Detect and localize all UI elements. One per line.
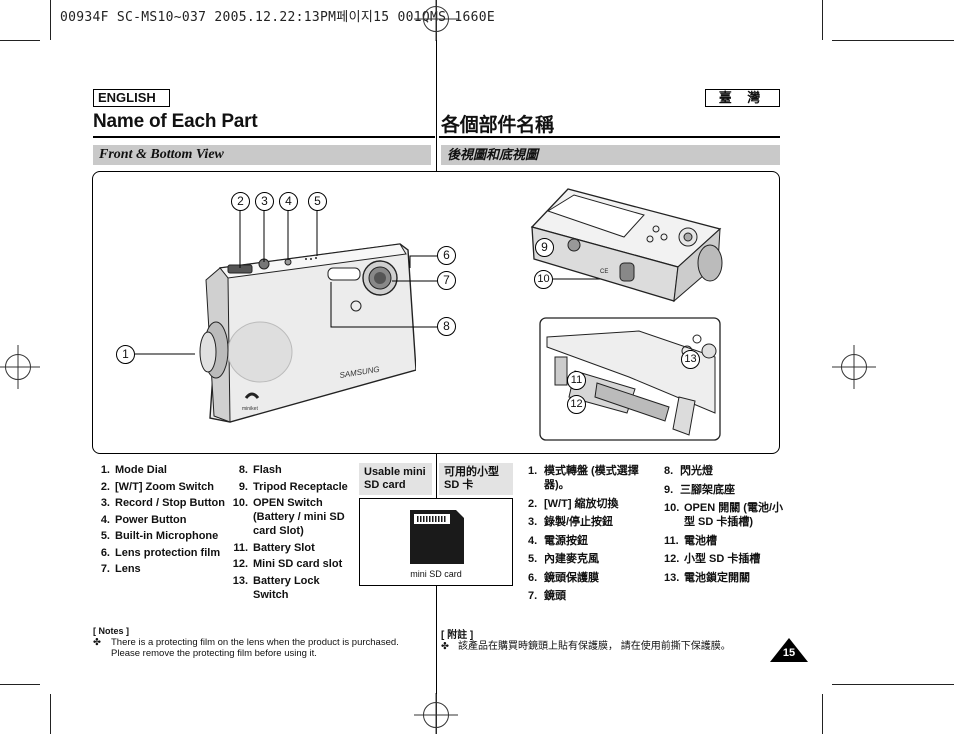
section-heading: Front & Bottom View (93, 145, 431, 165)
list-item: 13.電池鎖定開關 (664, 571, 750, 584)
callout-11: 11 (567, 371, 586, 390)
list-item: 6.鏡頭保護膜 (528, 571, 599, 584)
list-item: 10.OPEN Switch (Battery / mini SD card S… (232, 497, 345, 537)
registration-mark-icon (841, 354, 867, 380)
list-item: 5.內建麥克風 (528, 553, 599, 565)
print-header: 00934F SC-MS10~037 2005.12.22:13PM페이지15 … (60, 10, 495, 25)
sd-card-icon (410, 510, 464, 564)
page-number: 15 (782, 647, 796, 659)
page-number-badge (770, 638, 808, 662)
callout-10: 10 (534, 270, 553, 289)
crop-mark (832, 684, 954, 685)
list-item: 13.Battery Lock Switch (232, 574, 320, 601)
section-heading-zh: 後視圖和底視圖 (441, 145, 780, 165)
list-item: 11.電池槽 (664, 534, 717, 547)
callout-5: 5 (308, 192, 327, 211)
notes-title: [ Notes ] (93, 626, 129, 636)
list-item: 11.Battery Slot (233, 541, 315, 554)
crop-mark (50, 694, 51, 734)
title-rule-zh (439, 136, 780, 138)
list-item: 9.Tripod Receptacle (238, 480, 348, 493)
notes-bullet-icon-zh: ✤ (441, 641, 449, 652)
parts-list-en-2: 8.Flash 9.Tripod Receptacle 10.OPEN Swit… (230, 463, 355, 604)
camera-logo-text: miniket (242, 406, 258, 412)
notes-text: There is a protecting film on the lens w… (111, 637, 399, 659)
usable-card-label-zh: 可用的小型 SD 卡 (439, 463, 513, 495)
camera-front-illustration: SAMSUNG miniket (199, 243, 416, 423)
list-item: 12.小型 SD 卡插槽 (664, 553, 761, 565)
page-title-zh: 各個部件名稱 (441, 115, 554, 136)
list-item: 7.Lens (100, 563, 141, 575)
callout-4: 4 (279, 192, 298, 211)
list-item: 5.Built-in Microphone (100, 530, 219, 542)
callout-1: 1 (116, 345, 135, 364)
callout-13: 13 (681, 350, 700, 369)
list-item: 2.[W/T] 縮放切換 (528, 497, 619, 510)
crop-mark (50, 0, 51, 40)
parts-list-zh-1: 1.模式轉盤 (模式選擇器)。 2.[W/T] 縮放切換 3.錄製/停止按鈕 4… (528, 464, 648, 608)
sd-card-box: mini SD card (359, 498, 513, 586)
list-item: 10.OPEN 開關 (電池/小型 SD 卡插槽) (664, 502, 784, 528)
registration-mark-icon (423, 702, 449, 728)
list-item: 4.Power Button (100, 513, 187, 526)
crop-mark (822, 0, 823, 40)
registration-mark-icon (423, 6, 449, 32)
sd-card-caption: mini SD card (410, 569, 462, 579)
list-item: 3.Record / Stop Button (100, 497, 225, 509)
callout-7: 7 (437, 271, 456, 290)
callout-12: 12 (567, 395, 586, 414)
crop-mark (0, 40, 40, 41)
registration-mark-icon (5, 354, 31, 380)
crop-mark (822, 694, 823, 734)
list-item: 8.Flash (238, 464, 282, 476)
list-item: 4.電源按鈕 (528, 534, 588, 547)
callout-8: 8 (437, 317, 456, 336)
svg-text:CE: CE (600, 269, 608, 275)
list-item: 12.Mini SD card slot (232, 558, 343, 570)
usable-card-label: Usable mini SD card (359, 463, 432, 495)
notes-title-zh: [ 附註 ] (441, 630, 474, 641)
list-item: 7.鏡頭 (528, 590, 566, 602)
page-title: Name of Each Part (93, 111, 258, 132)
crop-mark (832, 40, 954, 41)
parts-list-zh-2: 8.閃光燈 9.三腳架底座 10.OPEN 開關 (電池/小型 SD 卡插槽) … (664, 464, 784, 589)
language-badge: ENGLISH (93, 89, 170, 107)
notes-text-zh: 該產品在購買時鏡頭上貼有保護膜， 請在使用前撕下保護膜。 (458, 641, 731, 652)
list-item: 1.模式轉盤 (模式選擇器)。 (528, 465, 639, 491)
title-rule (93, 136, 435, 138)
list-item: 6.Lens protection film (100, 546, 221, 559)
list-item: 1.Mode Dial (100, 464, 167, 476)
callout-2: 2 (231, 192, 250, 211)
camera-slot-illustration (539, 317, 721, 441)
camera-back-illustration: CE (530, 188, 723, 303)
list-item: 8.閃光燈 (664, 465, 713, 477)
list-item: 9.三腳架底座 (664, 483, 735, 496)
parts-list-en-1: 1.Mode Dial 2.[W/T] Zoom Switch 3.Record… (92, 463, 227, 579)
crop-mark (0, 684, 40, 685)
list-item: 2.[W/T] Zoom Switch (100, 480, 214, 493)
callout-6: 6 (437, 246, 456, 265)
callout-9: 9 (535, 238, 554, 257)
language-badge-zh: 臺 灣 (705, 89, 780, 107)
callout-3: 3 (255, 192, 274, 211)
notes-bullet-icon: ✤ (93, 637, 101, 648)
list-item: 3.錄製/停止按鈕 (528, 516, 614, 528)
